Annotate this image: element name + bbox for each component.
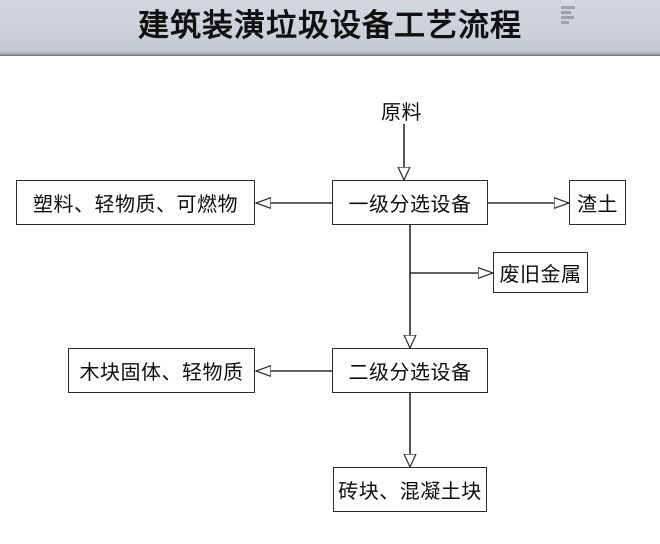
node-secondary-sorting-equipment[interactable]: 二级分选设备 bbox=[332, 348, 488, 393]
node-plastic-light-combustible[interactable]: 塑料、轻物质、可燃物 bbox=[16, 180, 255, 225]
page-title: 建筑装潢垃圾设备工艺流程 bbox=[138, 8, 522, 44]
title-bar: 建筑装潢垃圾设备工艺流程 bbox=[0, 0, 660, 56]
watermark-icon bbox=[561, 6, 575, 32]
node-wood-solid-light-material[interactable]: 木块固体、轻物质 bbox=[68, 348, 255, 393]
flowchart-canvas: 原料 一级分选设备 塑料、轻物质、可燃物 渣土 废旧金属 二级分选设备 木块固体… bbox=[0, 56, 660, 544]
flowchart-connectors bbox=[0, 124, 660, 544]
node-raw-material-label: 原料 bbox=[381, 100, 422, 124]
node-brick-concrete-block[interactable]: 砖块、混凝土块 bbox=[333, 467, 487, 512]
node-primary-sorting-equipment[interactable]: 一级分选设备 bbox=[332, 180, 488, 225]
node-slag-soil[interactable]: 渣土 bbox=[569, 180, 626, 225]
node-scrap-metal[interactable]: 废旧金属 bbox=[493, 252, 588, 293]
